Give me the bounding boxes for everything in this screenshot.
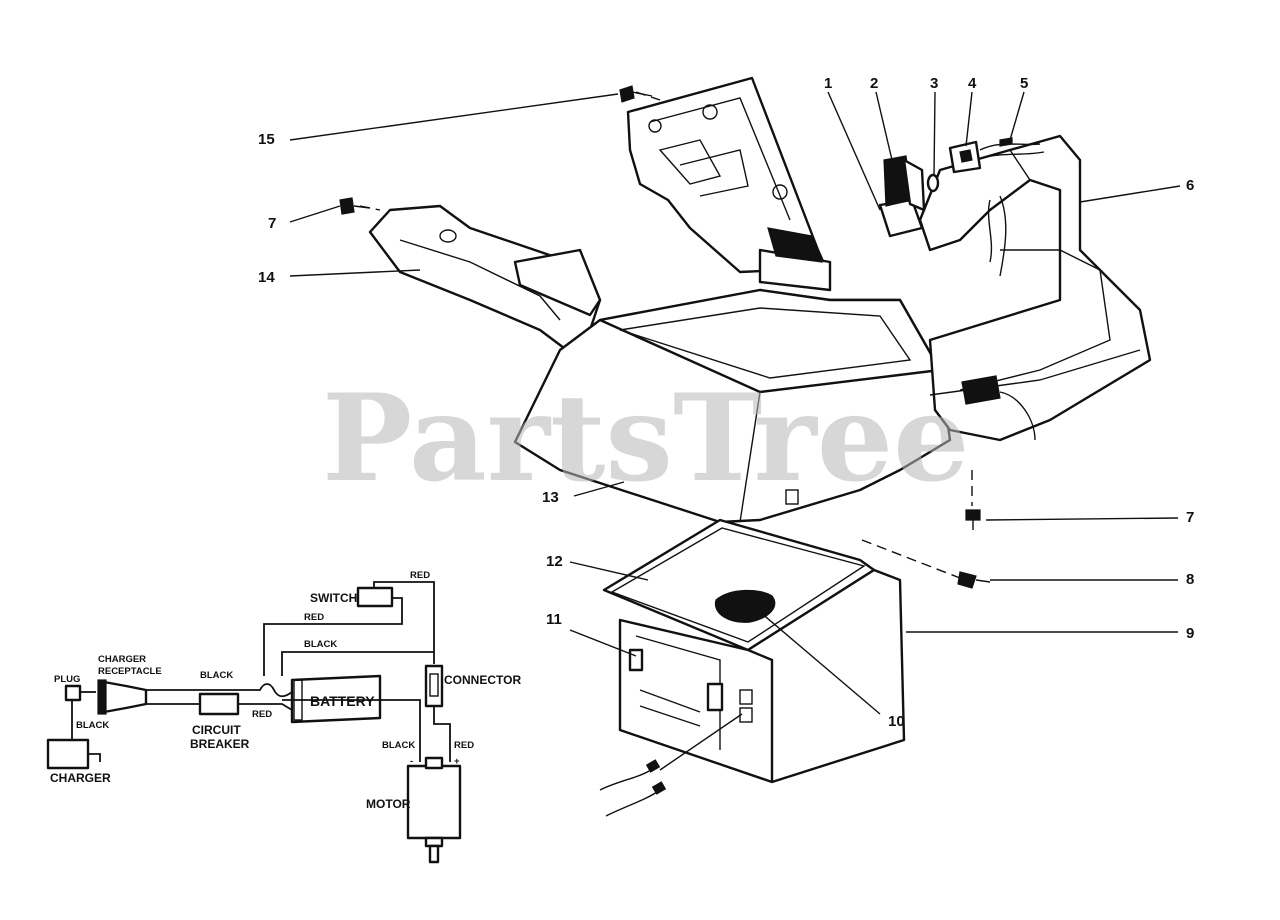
charger-label: CHARGER (50, 771, 111, 785)
wire-label-red-breaker: RED (252, 709, 272, 720)
charger-receptacle-label-1: CHARGER (98, 654, 146, 665)
callout-12: 12 (546, 553, 563, 570)
callout-14: 14 (258, 269, 275, 286)
motor-label: MOTOR (366, 797, 411, 811)
callout-9: 9 (1186, 625, 1194, 642)
battery-lead-wires (599, 759, 667, 817)
battery-label: BATTERY (310, 693, 375, 709)
callout-6: 6 (1186, 177, 1194, 194)
connector-label: CONNECTOR (444, 673, 521, 687)
watermark-text: PartsTree (322, 368, 969, 509)
callout-7-right: 7 (1186, 509, 1194, 526)
callout-2: 2 (870, 75, 878, 92)
switch-label: SWITCH (310, 591, 357, 605)
screw-part-15 (619, 85, 653, 103)
wire-label-red-switch: RED (410, 570, 430, 581)
battery-box-part-9 (618, 568, 906, 784)
pin-part-3 (926, 173, 940, 193)
wire-label-black-mid: BLACK (200, 670, 233, 681)
assembly-lines (359, 91, 973, 579)
motor-plus-label: + (454, 756, 460, 767)
connector-symbol (424, 664, 444, 708)
motor-symbol (406, 764, 462, 840)
switch-symbol (356, 586, 394, 608)
left-rail-part (368, 204, 602, 362)
circuit-breaker-label-1: CIRCUIT (192, 723, 241, 737)
wire-label-black-top: BLACK (304, 639, 337, 650)
plug-label: PLUG (54, 674, 80, 685)
callout-5: 5 (1020, 75, 1028, 92)
screw-part-8 (957, 571, 991, 589)
callout-11: 11 (546, 611, 562, 628)
callout-10: 10 (888, 713, 905, 730)
switch-part-4 (948, 140, 982, 174)
circuit-breaker-symbol (198, 692, 240, 716)
callout-1: 1 (824, 75, 832, 92)
trigger-part-2 (883, 155, 926, 212)
callout-8: 8 (1186, 571, 1194, 588)
charger-receptacle-label-2: RECEPTACLE (98, 666, 162, 677)
callout-7-left: 7 (268, 215, 276, 232)
wire-label-black-charger: BLACK (76, 720, 109, 731)
callout-15: 15 (258, 131, 275, 148)
callout-3: 3 (930, 75, 938, 92)
rear-bracket-part (626, 76, 828, 274)
circuit-breaker-label-2: BREAKER (190, 737, 250, 751)
plug-symbol (64, 684, 82, 702)
callout-4: 4 (968, 75, 977, 92)
screw-part-7-left (339, 197, 371, 215)
callout-13: 13 (542, 489, 559, 506)
wire-label-red-motor: RED (454, 740, 474, 751)
battery-symbol (290, 674, 382, 724)
wire-label-black-motor: BLACK (382, 740, 415, 751)
cover-gasket-part-12 (602, 518, 876, 652)
wire-leads-part-5 (979, 137, 1045, 159)
charger-symbol (46, 738, 90, 770)
handle-frame-part (918, 134, 1152, 442)
callout-leaders (289, 91, 1181, 771)
motor-minus-label: - (410, 756, 413, 767)
callout-numbers: 1 2 3 4 5 6 15 7 14 13 7 12 8 11 9 10 (258, 75, 1194, 730)
foam-pad-part-10 (714, 589, 776, 623)
wire-label-red-top: RED (304, 612, 324, 623)
main-housing-part (513, 227, 952, 524)
wiring-schematic: SWITCH RED RED BLACK BATTERY BLACK RED C… (46, 570, 521, 864)
charger-receptacle-symbol (102, 680, 148, 714)
screw-part-7-right (965, 509, 981, 530)
